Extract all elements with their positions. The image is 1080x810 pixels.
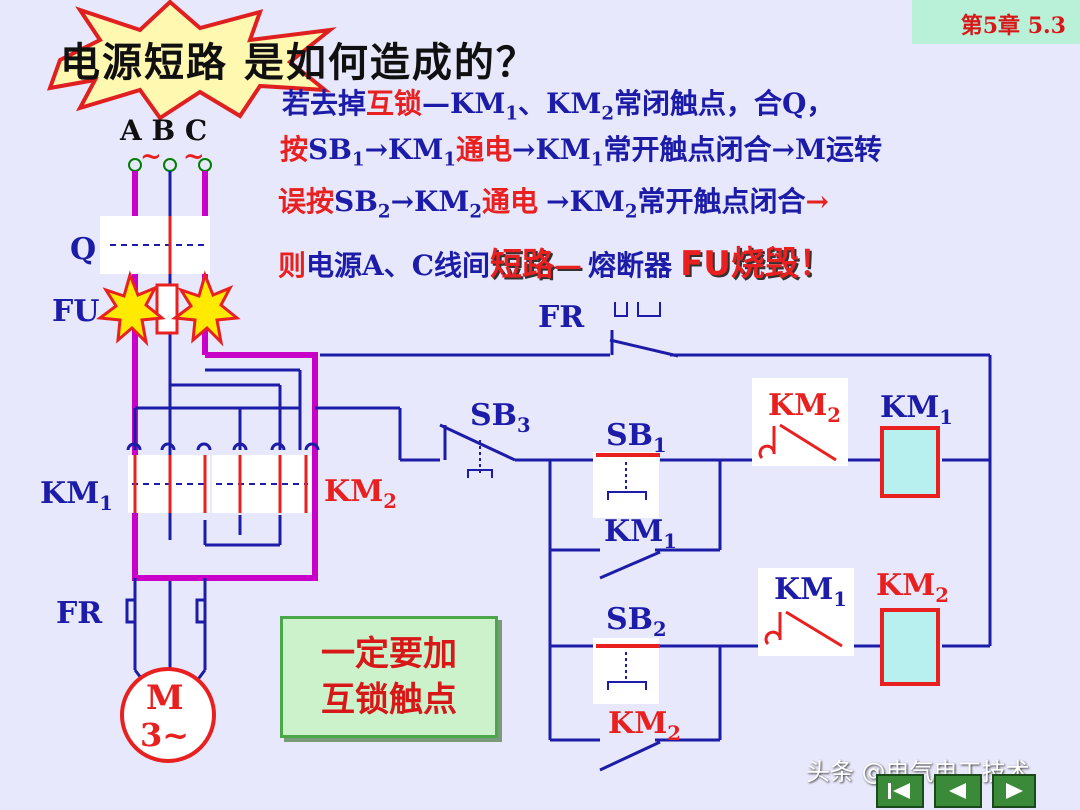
note-line-1: 一定要加 [321, 634, 457, 674]
q-switch [100, 216, 210, 274]
label-sb1: SB1 [606, 418, 667, 457]
label-km2-coil: KM2 [876, 568, 949, 607]
label-abc: A B C [120, 114, 208, 147]
label-km1-main: KM1 [40, 476, 113, 515]
km2-holding-contact [599, 740, 661, 772]
label-km2-interlock: KM2 [768, 388, 841, 427]
km1-main-contacts [128, 455, 210, 513]
fuse-explosion-right [171, 270, 241, 347]
label-sb3: SB3 [470, 398, 531, 437]
supply-terminals [128, 158, 212, 172]
label-fr-power: FR [56, 596, 103, 631]
km2-main-contacts [212, 455, 312, 513]
fr-thermal-elements [125, 578, 207, 670]
label-km1-coil: KM1 [880, 390, 953, 429]
fr-nc-contact [609, 302, 679, 358]
label-tilde: ~ ~ [140, 142, 211, 172]
label-q: Q [70, 232, 97, 267]
fuse-explosion-left [96, 270, 166, 347]
label-sb2: SB2 [606, 602, 667, 641]
chapter-label: 第5章 5.3 [960, 13, 1066, 39]
prev-icon [949, 783, 966, 799]
label-fr-control: FR [538, 300, 585, 335]
control-wires [320, 353, 992, 742]
label-fu: FU [52, 294, 100, 329]
explanation-line-3: 误按SB2→KM2通电→KM2常开触点闭合→ [278, 185, 829, 223]
fuse-b [155, 283, 179, 335]
km1-holding-contact [599, 550, 661, 580]
page-title: 电源短路 是如何造成的？ [60, 40, 538, 86]
contact-arcs [126, 442, 320, 451]
label-km1-holding: KM1 [604, 514, 677, 553]
next-slide-button[interactable] [992, 774, 1036, 808]
title-starburst [46, 0, 337, 120]
label-km2-main: KM2 [324, 474, 397, 513]
km1-nc-interlock [758, 568, 854, 656]
chapter-tag: 第5章 5.3 [912, 0, 1080, 44]
label-km2-holding: KM2 [608, 706, 681, 745]
sb3-stop-button [439, 423, 516, 478]
first-icon [888, 783, 910, 799]
main-bus [133, 368, 440, 547]
interlock-note: 一定要加 互锁触点 [280, 616, 498, 738]
km2-nc-interlock [752, 378, 848, 466]
first-slide-button[interactable] [876, 774, 924, 808]
note-line-2: 互锁触点 [321, 680, 457, 720]
explanation-line-2: 按SB1→KM1通电→KM1常开触点闭合→M运转 [280, 133, 882, 171]
label-km1-interlock: KM1 [774, 572, 847, 611]
next-icon [1006, 783, 1023, 799]
label-motor-m: M [146, 678, 184, 718]
motor-symbol [120, 667, 216, 763]
sb1-start-button [593, 452, 660, 518]
prev-slide-button[interactable] [934, 774, 982, 808]
km2-coil [880, 608, 940, 686]
label-motor-3: 3~ [140, 716, 190, 754]
explanation-line-1: 若去掉互锁—KM1、KM2常闭触点，合Q， [282, 87, 835, 125]
km1-coil [880, 426, 940, 498]
sb2-start-button [593, 638, 660, 704]
